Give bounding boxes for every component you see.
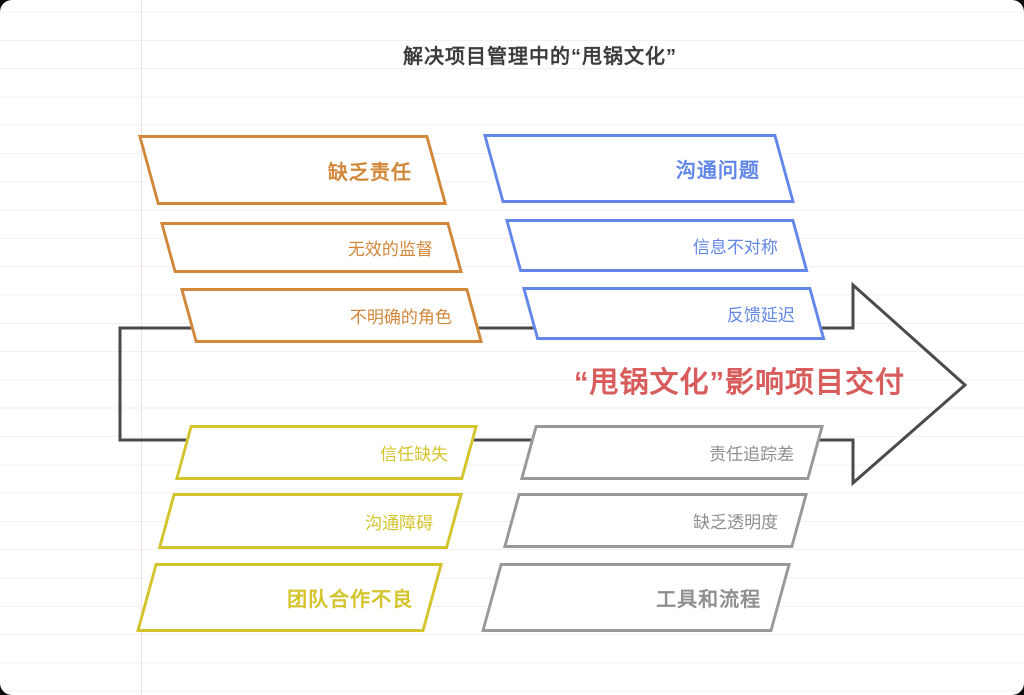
node-label: 责任追踪差 — [709, 445, 795, 464]
impact-arrow-label: “甩锅文化”影响项目交付 — [573, 367, 905, 399]
node-label: 沟通问题 — [675, 160, 760, 182]
node-label: 不明确的角色 — [349, 308, 452, 327]
node-label: 信任缺失 — [380, 445, 449, 464]
cause-node-poor-accountability-tracking: 责任追踪差 — [519, 425, 824, 480]
cause-node-feedback-delay: 反馈延迟 — [522, 287, 826, 340]
cause-node-lack-of-transparency: 缺乏透明度 — [502, 493, 808, 548]
node-label: 工具和流程 — [656, 589, 762, 611]
cause-node-lack-of-responsibility: 缺乏责任 — [138, 135, 448, 205]
node-label: 信息不对称 — [692, 238, 778, 257]
cause-node-tools-and-processes: 工具和流程 — [481, 563, 791, 632]
node-label: 无效的监督 — [347, 240, 433, 259]
cause-node-communication-barriers: 沟通障碍 — [157, 493, 464, 549]
node-label: 团队合作不良 — [287, 589, 414, 611]
cause-node-communication-problems: 沟通问题 — [483, 134, 795, 203]
cause-node-ineffective-supervision: 无效的监督 — [160, 222, 463, 273]
cause-node-unclear-roles: 不明确的角色 — [180, 288, 484, 343]
node-label: 沟通障碍 — [365, 513, 434, 533]
node-label: 反馈延迟 — [726, 306, 795, 325]
node-label: 缺乏责任 — [327, 161, 412, 184]
cause-node-poor-teamwork: 团队合作不良 — [136, 563, 444, 632]
cause-node-information-asymmetry: 信息不对称 — [505, 219, 809, 272]
cause-node-trust-loss: 信任缺失 — [174, 425, 478, 480]
diagram-title: 解决项目管理中的“甩锅文化” — [403, 46, 677, 68]
node-label: 缺乏透明度 — [693, 513, 779, 532]
